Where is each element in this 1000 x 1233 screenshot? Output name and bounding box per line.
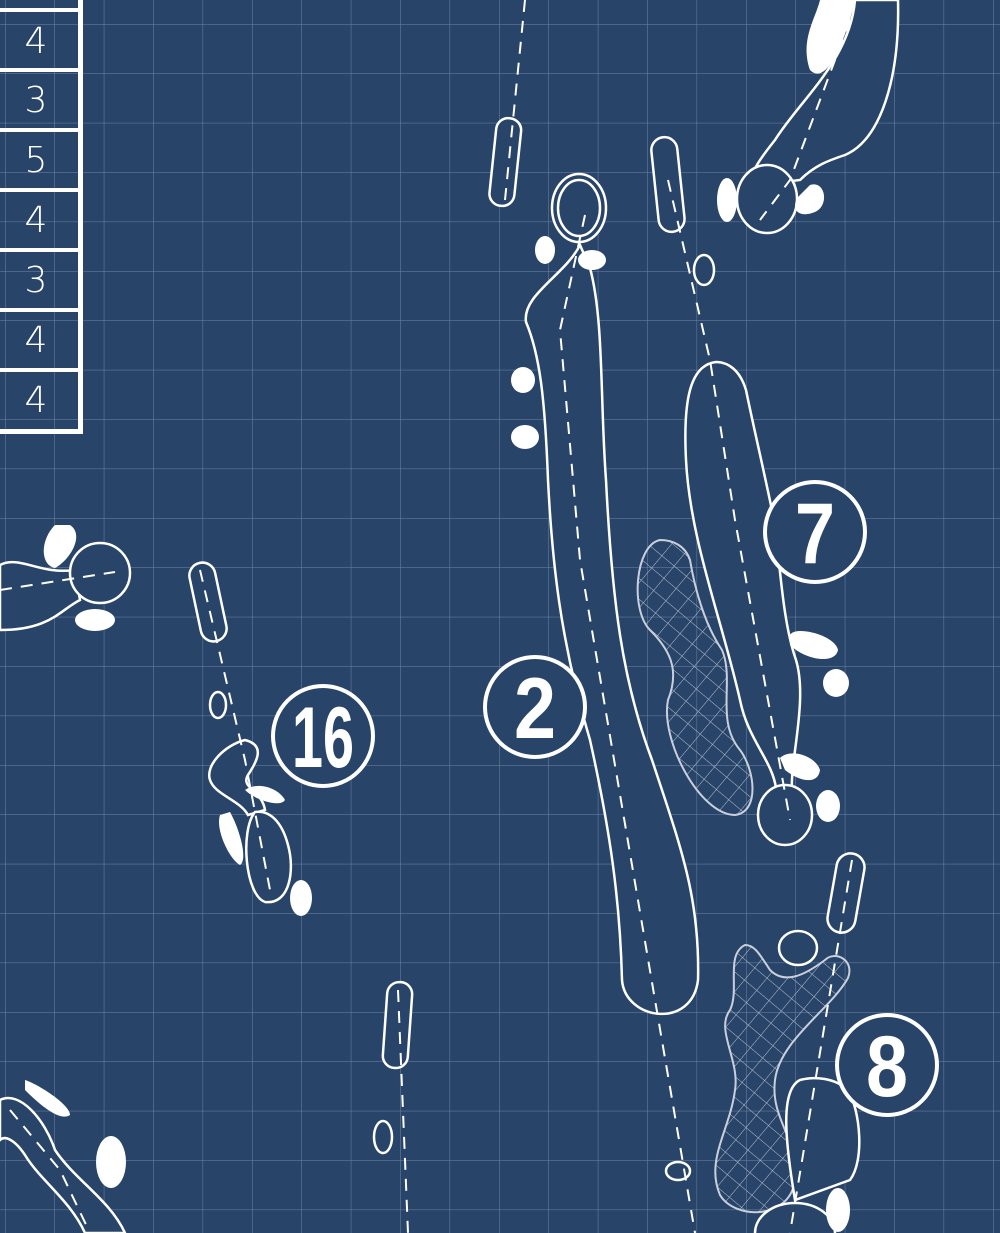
par-cell: 4 bbox=[25, 380, 48, 421]
bunkers bbox=[25, 0, 855, 1232]
fairway-hole-8 bbox=[785, 1076, 861, 1202]
green-hole-7 bbox=[756, 783, 814, 847]
fairway-hole-2 bbox=[524, 242, 700, 1016]
hole-2-label: 2 bbox=[514, 661, 556, 757]
par-cell: 4 bbox=[25, 21, 48, 62]
hole-16-badge bbox=[271, 684, 375, 788]
tee-hole-7 bbox=[650, 135, 686, 234]
fairway-hole-16 bbox=[245, 810, 293, 904]
green-top-right bbox=[735, 163, 799, 235]
par-cell: 5 bbox=[25, 140, 48, 181]
hole-16-label: 16 bbox=[292, 690, 354, 786]
par-cell: 3 bbox=[25, 80, 48, 121]
hole-8-badge bbox=[835, 1013, 939, 1117]
par-cell: 4 bbox=[25, 320, 48, 361]
green-left bbox=[68, 541, 132, 605]
hole-7-badge bbox=[763, 480, 867, 584]
fairway-left bbox=[0, 560, 82, 632]
play-lines bbox=[0, 0, 853, 1233]
water-hazard-hole-7 bbox=[636, 538, 754, 817]
fairway-bottom-left bbox=[0, 1096, 127, 1233]
hole-2-badge bbox=[483, 655, 587, 759]
hole-8-label: 8 bbox=[866, 1019, 908, 1115]
par-cell: 3 bbox=[25, 260, 48, 301]
hole-7-label: 7 bbox=[795, 486, 835, 582]
scorecard: 4 3 5 4 3 4 4 bbox=[0, 0, 83, 434]
par-cell: 4 bbox=[25, 200, 48, 241]
